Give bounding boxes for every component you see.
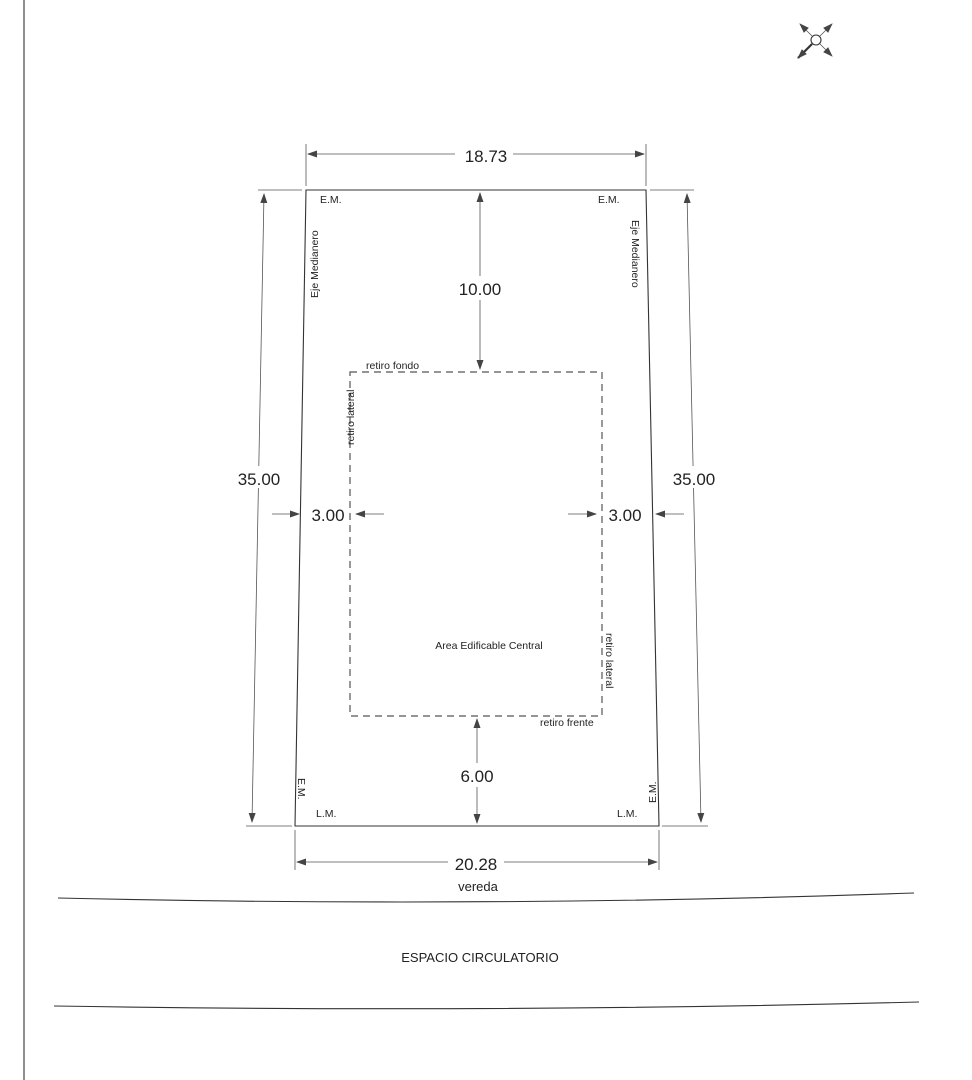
retiro-lateral-left-label: retiro lateral xyxy=(345,390,357,445)
dim-right-depth: 35.00 xyxy=(673,470,716,489)
retiro-fondo-label: retiro fondo xyxy=(366,360,419,372)
eje-medianero-left-label: Eje Medianero xyxy=(309,230,321,298)
dimension-left-depth xyxy=(246,189,302,827)
lm-right-label: L.M. xyxy=(617,808,637,820)
dim-right-side-setback: 3.00 xyxy=(608,506,641,525)
dim-left-side-setback: 3.00 xyxy=(311,506,344,525)
dimension-right-depth xyxy=(650,189,708,827)
dim-top-width: 18.73 xyxy=(465,147,508,166)
em-bottom-right-label: E.M. xyxy=(647,781,659,803)
compass-arrows-icon xyxy=(797,23,833,59)
dim-front-setback: 6.00 xyxy=(460,767,493,786)
eje-medianero-right-label: Eje Medianero xyxy=(629,220,641,288)
street-edge-bottom xyxy=(53,1001,920,1010)
em-top-left-label: E.M. xyxy=(320,194,342,206)
em-bottom-left-label: E.M. xyxy=(295,778,307,800)
vereda-label: vereda xyxy=(458,879,499,894)
dim-left-depth: 35.00 xyxy=(238,470,281,489)
retiro-frente-label: retiro frente xyxy=(540,717,594,729)
dim-bottom-width: 20.28 xyxy=(455,855,498,874)
street-label: ESPACIO CIRCULATORIO xyxy=(401,950,558,965)
street-edge-top xyxy=(57,892,915,903)
dim-rear-setback: 10.00 xyxy=(459,280,502,299)
em-top-right-label: E.M. xyxy=(598,194,620,206)
buildable-area-label: Area Edificable Central xyxy=(435,640,542,652)
lm-left-label: L.M. xyxy=(316,808,336,820)
lot-boundary xyxy=(294,189,660,827)
retiro-lateral-right-label: retiro lateral xyxy=(603,633,615,688)
buildable-area-outline xyxy=(349,371,603,717)
